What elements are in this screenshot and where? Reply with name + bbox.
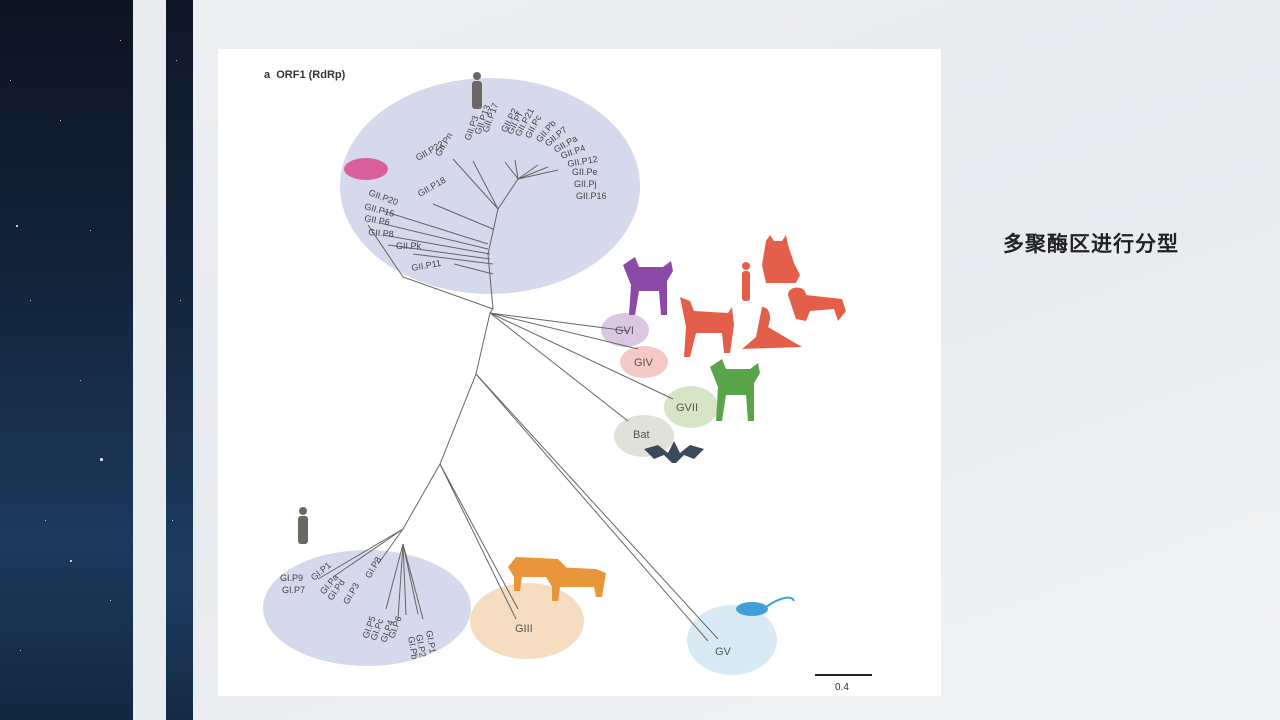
scale-label: 0.4 — [835, 682, 849, 693]
starfield-left — [0, 0, 133, 720]
lion-icon — [788, 287, 846, 321]
star-dot — [16, 225, 18, 227]
star-dot — [1252, 516, 1253, 517]
mouse-icon — [736, 596, 795, 616]
tree-branches — [317, 158, 719, 642]
gi-leaf-label: GI.P7 — [282, 585, 305, 595]
star-dot — [110, 600, 111, 601]
gii-leaf-label: GII.Pe — [572, 167, 598, 177]
star-dot — [80, 380, 81, 381]
panel-letter: a — [264, 69, 271, 81]
gvii-ellipse — [664, 386, 718, 428]
dog-icon — [680, 297, 734, 357]
star-dot — [10, 80, 11, 81]
pig-icon — [344, 158, 388, 180]
gv-label: GV — [715, 646, 732, 658]
star-dot — [790, 30, 791, 31]
starfield-right — [166, 0, 193, 720]
star-dot — [30, 300, 31, 301]
human-icon — [298, 507, 308, 544]
cat-icon — [762, 235, 800, 283]
dog-icon — [623, 257, 673, 315]
gi-leaf-label: GI.P2 — [414, 634, 428, 658]
giii-ellipse — [470, 583, 584, 659]
bat-label: Bat — [633, 429, 650, 441]
gii-leaf-label: GII.P16 — [576, 191, 607, 201]
star-dot — [1000, 300, 1001, 301]
star-dot — [172, 520, 173, 521]
star-dot — [100, 458, 103, 461]
gv-ellipse — [687, 605, 777, 675]
giv-label: GIV — [634, 357, 654, 369]
figure-title: a ORF1 (RdRp) — [264, 69, 345, 81]
giii-label: GIII — [515, 623, 533, 635]
gi-leaf-label: GI.P9 — [280, 573, 303, 583]
star-dot — [20, 650, 21, 651]
star-dot — [45, 520, 46, 521]
human-icon — [472, 72, 482, 109]
gii-leaf-label: GII.P6 — [364, 213, 391, 227]
gii-leaf-label: GII.P8 — [368, 227, 394, 239]
cow-icon — [508, 557, 566, 591]
sea-lion-icon — [742, 307, 802, 349]
star-dot — [120, 40, 121, 41]
gi-leaf-label: GI.P1 — [424, 630, 438, 654]
gvi-ellipse — [601, 313, 649, 347]
star-dot — [60, 120, 61, 121]
dog-icon — [710, 359, 760, 421]
star-dot — [176, 60, 177, 61]
gi-ellipse — [263, 550, 471, 666]
gvii-label: GVII — [676, 402, 698, 414]
star-dot — [1236, 44, 1237, 45]
gvi-label: GVI — [615, 325, 634, 337]
human-icon — [742, 262, 750, 301]
star-dot — [180, 300, 181, 301]
star-dot — [90, 230, 91, 231]
bat-icon — [644, 441, 704, 463]
cow-icon — [546, 567, 606, 601]
star-dot — [1220, 376, 1221, 377]
giv-ellipse — [620, 346, 668, 378]
gii-ellipse — [340, 78, 640, 294]
gii-leaf-label: GII.Pj — [574, 179, 597, 189]
gi-leaf-label: GI.Pb — [406, 636, 420, 660]
figure-title-text: ORF1 (RdRp) — [276, 69, 346, 81]
gii-leaf-label: GII.Pk — [396, 241, 422, 251]
tree-svg: GII.P2GII.PfGII.P21GII.PcGII.PbGII.P7GII… — [263, 72, 872, 693]
star-dot — [70, 560, 72, 562]
divider-strip — [133, 0, 166, 720]
slide-caption: 多聚酶区进行分型 — [1003, 232, 1179, 256]
